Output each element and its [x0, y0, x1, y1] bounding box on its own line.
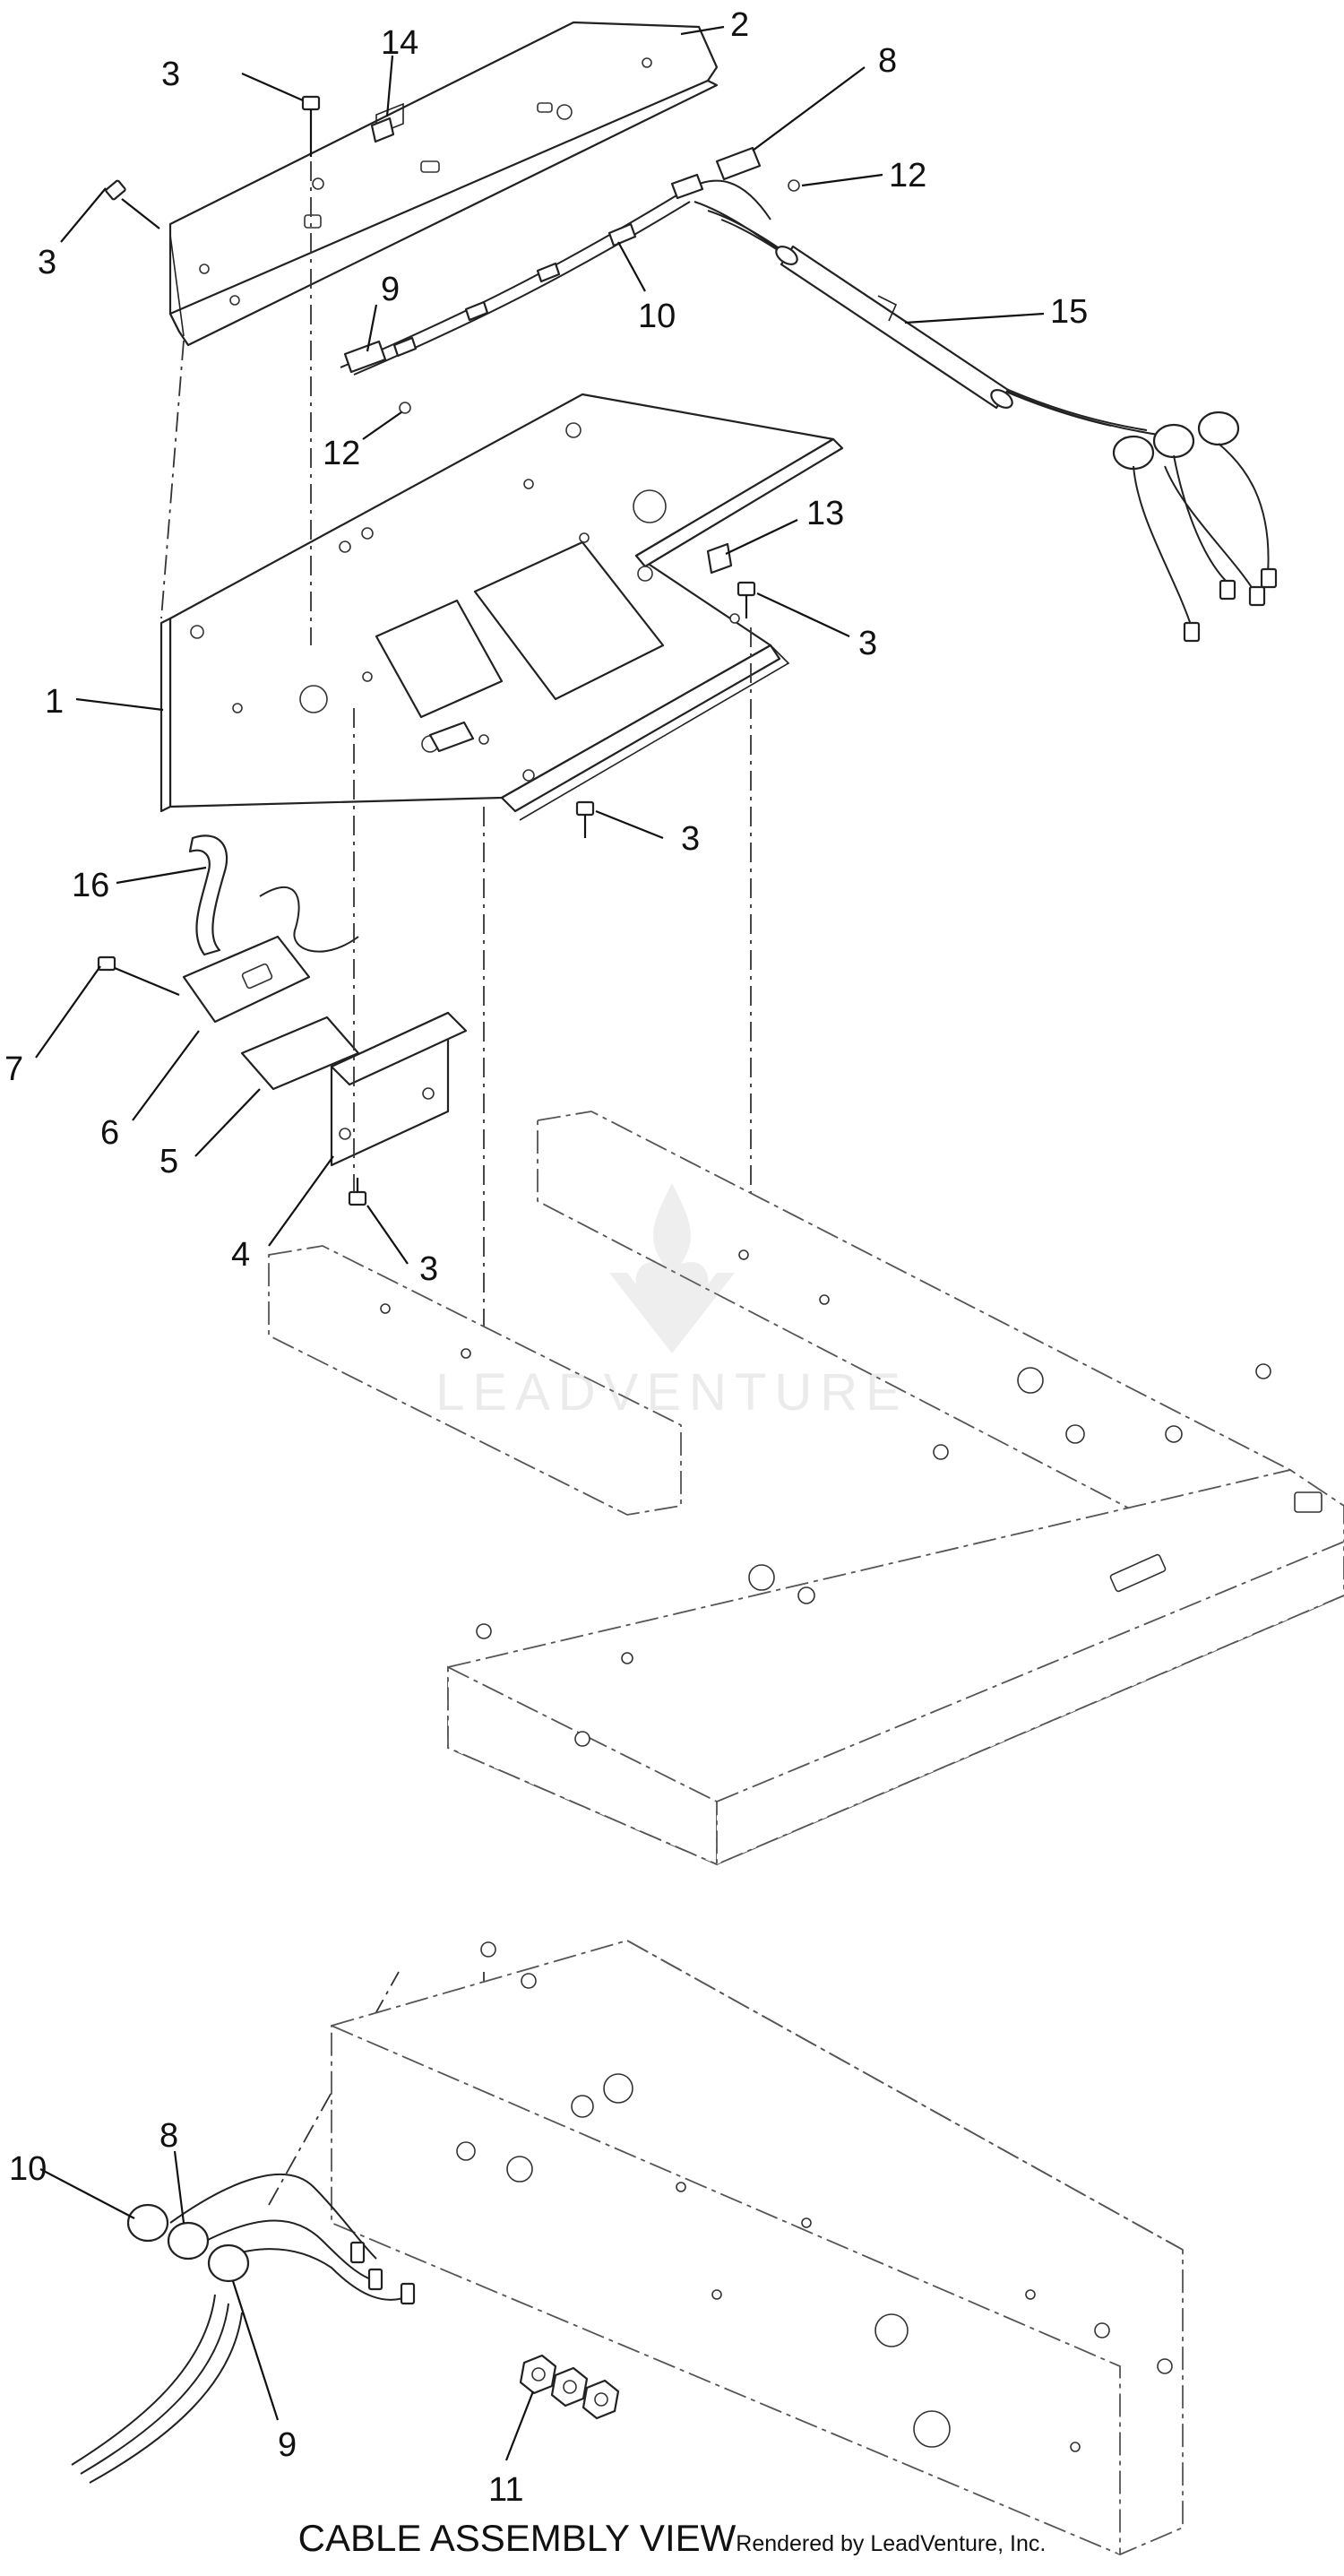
callout-label: 3	[419, 1250, 438, 1288]
part-2-upper-plate	[168, 21, 719, 347]
lower-cable-assembly	[71, 2174, 416, 2484]
callout-label: 13	[806, 495, 844, 532]
callout-label: 2	[730, 6, 749, 44]
callout-label: 6	[100, 1114, 119, 1152]
phantom-frame-lower	[331, 1940, 1184, 2555]
part-14-clip	[370, 117, 395, 143]
callout-label: 7	[4, 1050, 23, 1088]
callout-label: 15	[1050, 293, 1088, 331]
part-3-screw-left	[105, 179, 160, 229]
callout-label: 9	[278, 2426, 297, 2464]
leader-lines	[35, 25, 1045, 2461]
part-3-screw-bracket	[348, 1178, 367, 1206]
part-9-clamp	[343, 340, 387, 374]
watermark-text: LEADVENTURE	[435, 1363, 909, 1422]
callout-label: 8	[878, 42, 897, 80]
callout-labels: 1 2 3 3 3 3 3 4 5 6 7 8 8 9 9 10 10 11 1…	[4, 6, 1088, 2509]
callout-label: 12	[323, 435, 360, 472]
callout-label: 10	[638, 298, 676, 335]
caption: CABLE ASSEMBLY VIEWRendered by LeadVentu…	[0, 2517, 1344, 2567]
part-13-clip	[706, 542, 733, 575]
watermark-logo-icon	[609, 1183, 735, 1353]
callout-label: 4	[231, 1236, 250, 1274]
callout-label: 5	[159, 1143, 178, 1180]
part-1-main-plate	[159, 393, 844, 821]
render-credit: Rendered by LeadVenture, Inc.	[736, 2531, 1047, 2556]
phantom-frame-upper	[268, 1111, 1344, 1866]
callout-label: 16	[72, 867, 109, 904]
part-7-screw	[97, 955, 180, 997]
callout-label: 3	[38, 244, 56, 281]
part-12-screw-lower	[399, 402, 411, 414]
callout-label: 3	[858, 625, 877, 662]
callout-label: 9	[381, 271, 400, 308]
callout-label: 11	[488, 2471, 523, 2509]
alignment-lines	[160, 161, 752, 2268]
callout-label: 3	[161, 56, 180, 93]
part-3-screw-center	[575, 800, 595, 838]
part-3-screw-right	[737, 581, 756, 618]
part-16-hose	[188, 834, 359, 956]
view-title: CABLE ASSEMBLY VIEW	[297, 2517, 737, 2559]
connectors-upper	[1112, 411, 1278, 643]
part-12-screw-upper	[788, 179, 800, 192]
callout-label: 8	[159, 2117, 178, 2155]
callout-label: 10	[9, 2150, 47, 2188]
part-15-hose	[775, 245, 1013, 410]
part-6-switch	[182, 935, 311, 1024]
part-8-clamp	[715, 146, 762, 181]
part-11-nuts	[519, 2354, 620, 2420]
callout-label: 3	[681, 820, 700, 858]
part-3-screw-upper	[301, 95, 321, 157]
callout-label: 14	[381, 24, 418, 62]
callout-label: 12	[889, 157, 926, 194]
watermark: LEADVENTURE	[430, 1165, 914, 1422]
callout-label: 1	[45, 683, 64, 721]
part-4-bracket	[330, 1011, 468, 1167]
